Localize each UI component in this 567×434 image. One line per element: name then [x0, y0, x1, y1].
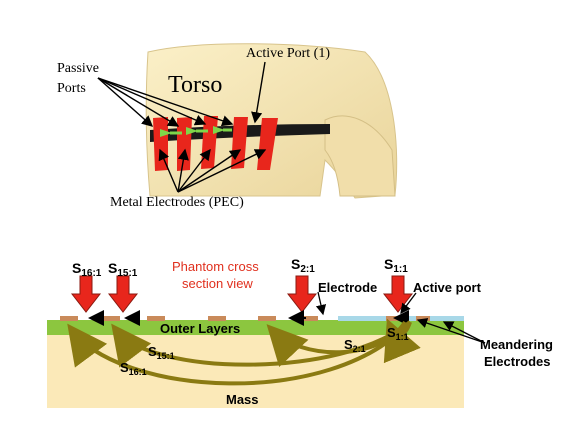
active-port-label: Active Port (1): [246, 46, 330, 61]
bottom-pointers: [315, 291, 486, 344]
phantom-label-line1: Phantom cross: [172, 259, 259, 274]
torso-electrode-2: [177, 117, 192, 171]
torso-illustration: Torso Active Port (1) Passive Ports Meta…: [57, 43, 398, 210]
passive-port-green-arrows: [160, 126, 232, 137]
meandering-label-line2: Electrodes: [484, 354, 550, 369]
s15-curve-label: S15:1: [148, 344, 175, 361]
electrode-label: Electrode: [318, 280, 377, 295]
mass-label: Mass: [226, 392, 259, 407]
red-arrow-s16: [70, 275, 102, 313]
s2-top-label: S2:1: [291, 256, 315, 275]
red-arrow-s2: [286, 275, 318, 313]
outer-layers-label: Outer Layers: [160, 321, 240, 336]
passive-label-line1: Passive: [57, 61, 99, 76]
phantom-label-line2: section view: [182, 276, 253, 291]
curve-s1: [383, 318, 421, 364]
s1-top-label: S1:1: [384, 256, 408, 275]
active-port-bottom-label: Active port: [413, 280, 482, 295]
s1-curve-label: S1:1: [387, 325, 409, 342]
s2-curve-label: S2:1: [344, 337, 366, 354]
cross-section: Outer Layers Mass Phantom cross section …: [47, 256, 553, 408]
s15-top-label: S15:1: [108, 260, 138, 279]
curve-s15: [111, 320, 412, 368]
s16-curve-label: S16:1: [120, 360, 147, 377]
active-port-pointer: [251, 61, 266, 124]
curve-s16: [67, 320, 412, 386]
metal-electrodes-label: Metal Electrodes (PEC): [110, 195, 244, 210]
red-arrow-s1: [382, 275, 414, 313]
torso-label: Torso: [168, 72, 222, 98]
red-arrow-s15: [107, 275, 139, 313]
coupling-curves: [67, 318, 421, 386]
passive-label-line2: Ports: [57, 81, 86, 96]
passive-port-pointers: [97, 77, 234, 127]
electrode-pointers: [158, 148, 267, 193]
arm: [324, 115, 396, 197]
s16-top-label: S16:1: [72, 260, 102, 279]
meandering-label-line1: Meandering: [480, 337, 553, 352]
